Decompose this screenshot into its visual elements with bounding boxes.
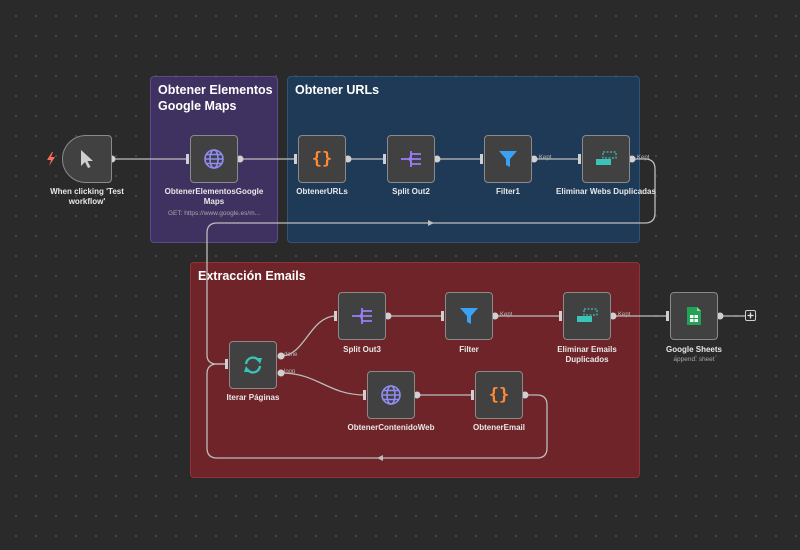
port-label-kept: Kept (637, 155, 650, 161)
node-split-out2[interactable] (387, 135, 435, 183)
port-label-kept: Kept (618, 312, 631, 318)
filter-icon (460, 308, 478, 324)
node-filter[interactable] (445, 292, 493, 340)
node-label: Split Out3 (343, 345, 381, 354)
node-label: Eliminar Webs Duplicadas (556, 187, 656, 196)
node-label: Google Sheets (665, 345, 722, 354)
lightning-icon (47, 152, 55, 166)
sheets-icon (687, 307, 701, 325)
node-label: Filter1 (495, 187, 520, 196)
filter-icon (499, 151, 517, 167)
loop-icon (244, 356, 262, 374)
node-label: ObtenerElementosGoogle Maps (164, 187, 264, 206)
node-obtener-elementos-google-maps[interactable] (190, 135, 238, 183)
port-label-loop: loop (284, 369, 296, 375)
node-label: ObtenerEmail (472, 423, 525, 432)
plus-icon (747, 312, 754, 319)
node-iterar-paginas[interactable] (229, 341, 277, 389)
globe-icon (204, 149, 224, 169)
node-obtener-urls[interactable]: {} (298, 135, 346, 183)
node-label: ObtenerContenidoWeb (347, 423, 435, 432)
split-icon (401, 151, 421, 167)
dedupe-icon (577, 308, 598, 322)
code-braces-icon: {} (311, 149, 333, 169)
port-label-kept: Kept (539, 155, 552, 161)
node-filter1[interactable] (484, 135, 532, 183)
node-subtitle: append: sheet (673, 356, 715, 363)
node-label: Eliminar Emails Duplicados (557, 345, 617, 364)
node-eliminar-emails-duplicados[interactable] (563, 292, 611, 340)
group-title: Obtener Elementos Google Maps (158, 83, 273, 113)
node-subtitle: GET: https://www.google.es/m... (167, 210, 261, 217)
node-label: Filter (459, 345, 479, 354)
node-label: ObtenerURLs (296, 187, 348, 196)
node-split-out3[interactable] (338, 292, 386, 340)
node-label: Split Out2 (392, 187, 430, 196)
code-braces-icon: {} (488, 385, 510, 405)
group-title: Obtener URLs (295, 83, 380, 97)
wire-loop-contenido (280, 372, 366, 396)
add-node-button[interactable] (745, 310, 756, 321)
cursor-icon (81, 150, 93, 168)
split-icon (352, 308, 372, 324)
node-label: Iterar Páginas (226, 393, 280, 402)
wire-done-split3 (280, 315, 337, 357)
node-when-clicking-test-workflow[interactable] (62, 135, 112, 183)
node-google-sheets[interactable] (670, 292, 718, 340)
port-label-kept: Kept (500, 312, 513, 318)
node-label: When clicking 'Test workflow' (50, 187, 124, 206)
globe-icon (381, 385, 401, 405)
node-obtener-email[interactable]: {} (475, 371, 523, 419)
node-eliminar-webs-duplicadas[interactable] (582, 135, 630, 183)
dedupe-icon (596, 151, 617, 165)
group-title: Extracción Emails (198, 269, 306, 283)
node-obtener-contenido-web[interactable] (367, 371, 415, 419)
port-label-done: done (284, 352, 298, 358)
